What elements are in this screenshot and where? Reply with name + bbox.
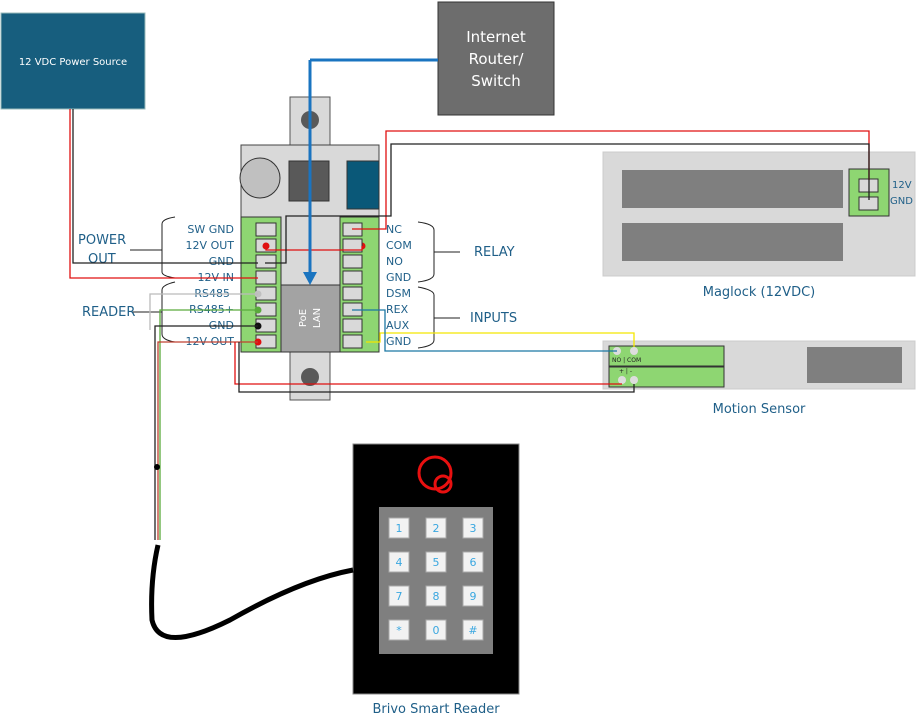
right-terminal-slot (342, 334, 363, 349)
wires (69, 109, 870, 540)
keypad-key-label: 3 (470, 522, 477, 535)
lan-cable (308, 58, 438, 275)
keypad-key-label: # (468, 624, 477, 637)
keypad-key-label: 5 (433, 556, 440, 569)
motion-sensor: NO | COM + | - Motion Sensor (602, 340, 916, 417)
wire-motion-no (352, 309, 617, 352)
relay-component (346, 160, 380, 210)
wire-power-gnd (72, 109, 258, 264)
maglock-label: Maglock (12VDC) (703, 285, 815, 300)
keypad-key-label: 2 (433, 522, 440, 535)
group-label-relay: RELAY (474, 245, 515, 260)
right-terminal-label: GND (386, 335, 411, 348)
brace-inputs (417, 286, 460, 349)
maglock-terminal-12v: 12V (892, 180, 912, 191)
keypad-key[interactable] (425, 585, 447, 607)
keypad-key[interactable] (462, 551, 484, 573)
wire-power-12v (69, 109, 258, 279)
keypad-key-label: 0 (433, 624, 440, 637)
keypad-key-label: 9 (470, 590, 477, 603)
group-label-inputs: INPUTS (470, 311, 517, 326)
keypad-key[interactable] (388, 551, 410, 573)
keypad-key[interactable] (425, 551, 447, 573)
right-terminal-slot (342, 238, 363, 253)
brace-relay (417, 221, 460, 283)
left-terminal-label: SW GND (187, 223, 234, 236)
lan-label-lan: LAN (312, 308, 323, 328)
motion-top-terminals: NO | COM (612, 357, 641, 364)
power-source: 12 VDC Power Source (0, 12, 146, 110)
left-terminal-slot (255, 222, 277, 237)
wire-reader-gnd (154, 325, 258, 540)
keypad-key-label: * (396, 624, 402, 637)
keypad-key-label: 1 (396, 522, 403, 535)
keypad-key[interactable] (425, 619, 447, 641)
keypad-key[interactable] (462, 585, 484, 607)
wire-rs485-neg (149, 293, 258, 330)
right-terminal-label: COM (386, 239, 412, 252)
brace-power-out (130, 216, 176, 279)
maglock-terminal-gnd: GND (890, 196, 913, 207)
left-terminal-label: 12V OUT (186, 239, 235, 252)
poe-lan-port (280, 284, 341, 353)
wire-relay-com-jumper (265, 246, 363, 251)
motion-sensor-label: Motion Sensor (713, 402, 806, 417)
right-terminal-label: NC (386, 223, 402, 236)
wire-maglock-gnd (265, 143, 870, 264)
wire-reader-12v (157, 341, 258, 540)
maglock-bar-top (622, 170, 843, 208)
keypad-key[interactable] (388, 585, 410, 607)
reader-label: Brivo Smart Reader (372, 702, 500, 717)
keypad-key-label: 8 (433, 590, 440, 603)
keypad-key[interactable] (462, 517, 484, 539)
wire-motion-12v (234, 342, 622, 385)
right-terminal-label: DSM (386, 287, 411, 300)
right-terminal-slot (342, 270, 363, 285)
wire-rs485-pos (159, 309, 258, 540)
maglock: 12V GND Maglock (12VDC) (602, 151, 916, 300)
right-terminal-label: GND (386, 271, 411, 284)
wire-motion-com (366, 332, 635, 347)
brace-reader (132, 281, 176, 343)
right-terminal-slot (342, 318, 363, 333)
group-label-out: OUT (88, 252, 116, 267)
router-label-3: Switch (471, 72, 521, 90)
group-label-reader: READER (82, 305, 135, 320)
smart-reader: 1 2 3 4 5 6 7 8 9 * 0 # Brivo Smart Reader (352, 443, 520, 717)
internet-router: Internet Router/ Switch (437, 1, 555, 116)
keypad-key[interactable] (425, 517, 447, 539)
power-source-label: 12 VDC Power Source (19, 57, 127, 68)
keypad-key-label: 4 (396, 556, 403, 569)
right-terminal-label: REX (386, 303, 409, 316)
buzzer (239, 157, 281, 199)
right-terminal-slot (342, 254, 363, 269)
right-terminal-slot (342, 286, 363, 301)
keypad-key[interactable] (388, 517, 410, 539)
lan-label-poe: PoE (298, 309, 309, 327)
lan-arrow-icon (303, 272, 317, 285)
mount-hole-bottom (301, 368, 319, 386)
router-label-1: Internet (466, 28, 526, 46)
router-label-2: Router/ (469, 50, 525, 68)
wire-motion-gnd (238, 342, 635, 393)
keypad-key-label: 6 (470, 556, 477, 569)
right-terminal-label: NO (386, 255, 403, 268)
keypad-key-label: 7 (396, 590, 403, 603)
motion-sensor-lens (807, 347, 902, 383)
left-terminal-slot (255, 270, 277, 285)
motion-bottom-terminals: + | - (619, 368, 632, 375)
left-terminal-label: GND (209, 255, 234, 268)
reader-cable (149, 544, 354, 640)
left-terminal-slot (255, 254, 277, 269)
keypad-key[interactable] (388, 619, 410, 641)
maglock-bar-bottom (622, 223, 843, 261)
right-terminal-label: AUX (386, 319, 410, 332)
group-label-power: POWER (78, 233, 126, 248)
keypad-key[interactable] (462, 619, 484, 641)
